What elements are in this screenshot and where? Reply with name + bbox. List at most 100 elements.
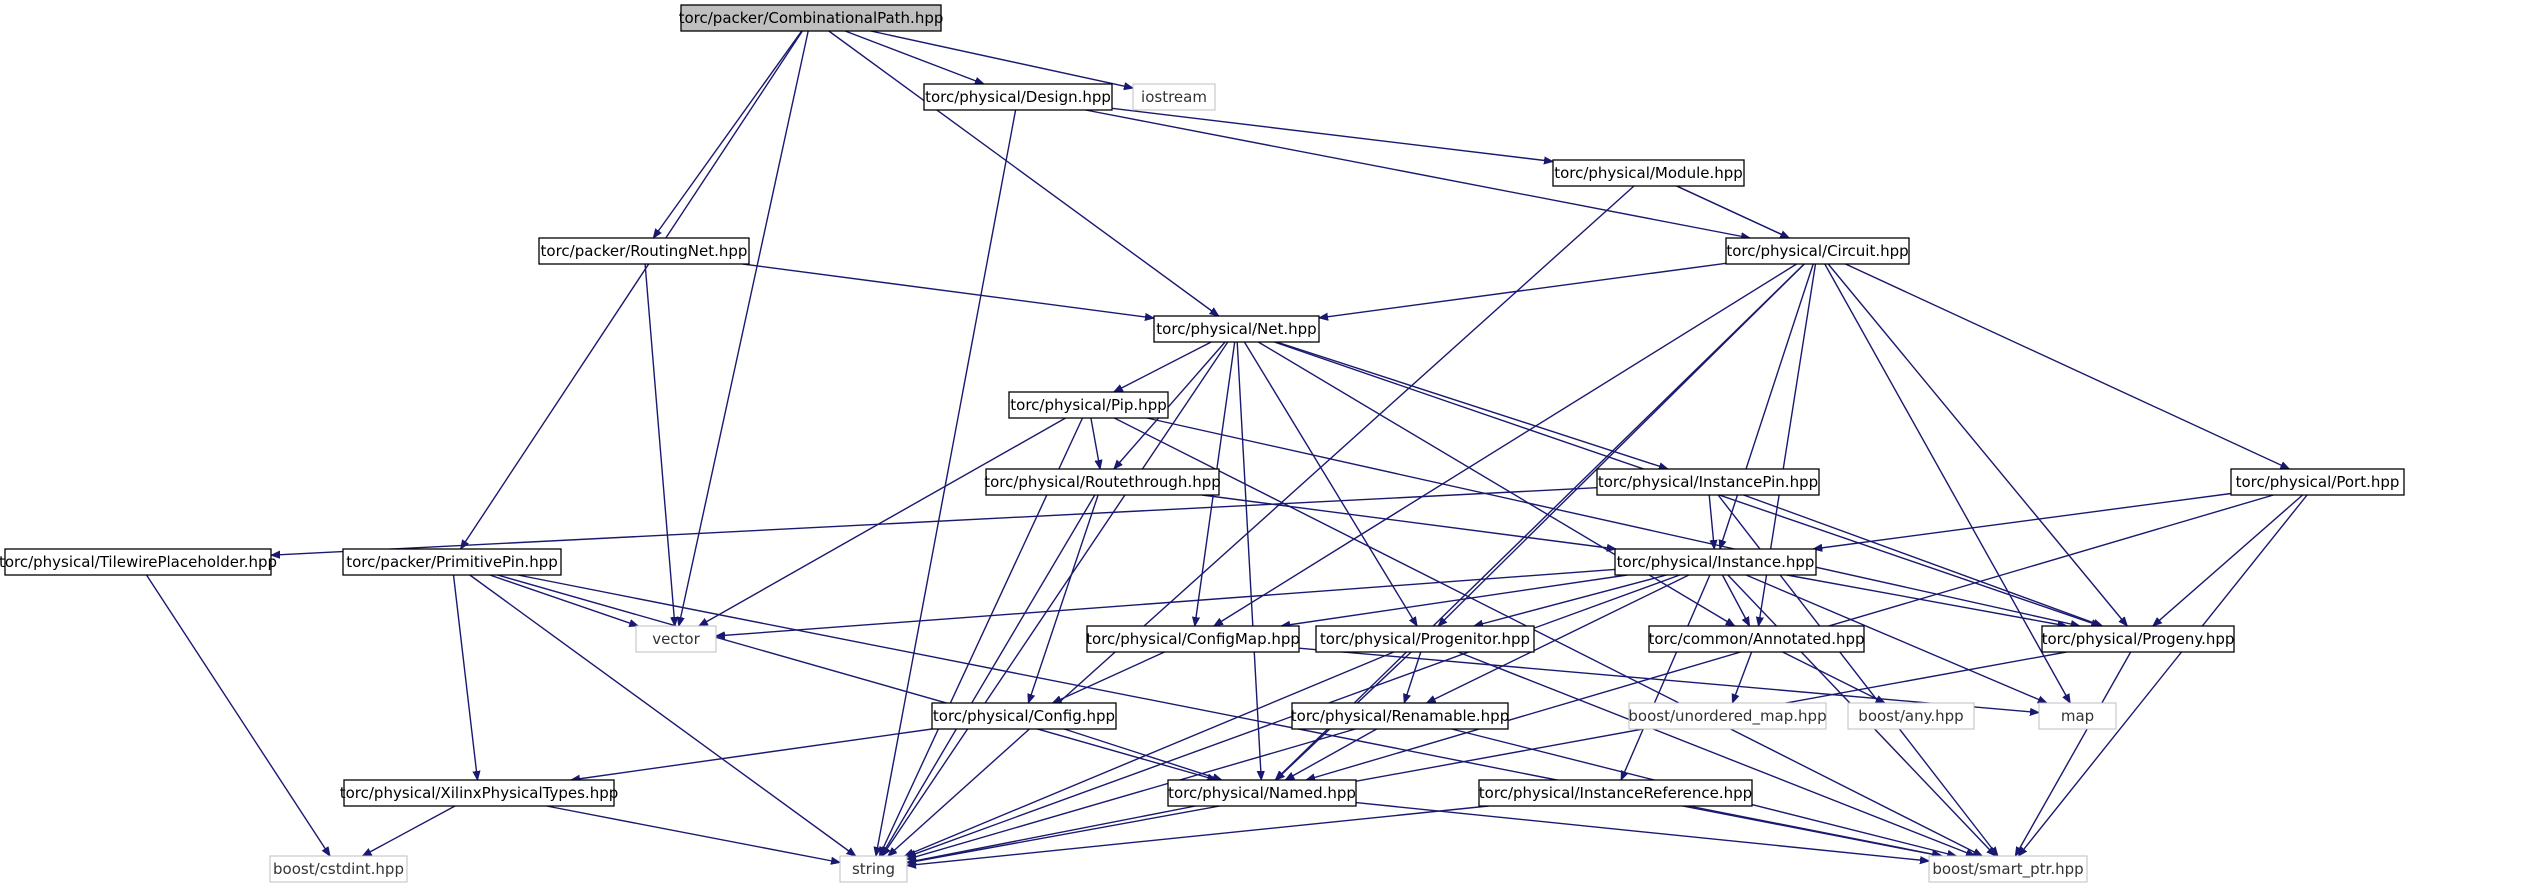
node-label: torc/physical/Instance.hpp [1617, 553, 1815, 571]
node-label: torc/physical/InstanceReference.hpp [1479, 784, 1752, 802]
node-renamable[interactable]: torc/physical/Renamable.hpp [1291, 702, 1509, 730]
node-label: torc/physical/Renamable.hpp [1291, 707, 1509, 725]
node-circuit[interactable]: torc/physical/Circuit.hpp [1725, 237, 1910, 265]
node-box [1153, 315, 1320, 343]
node-instance[interactable]: torc/physical/Instance.hpp [1614, 548, 1817, 576]
nodes-layer: torc/packer/CombinationalPath.hpp iostrea… [0, 4, 2405, 883]
edge-annotated-to-unordered-map [1732, 651, 1753, 703]
node-routethrough[interactable]: torc/physical/Routethrough.hpp [984, 468, 1221, 496]
node-box [923, 83, 1113, 111]
node-annotated[interactable]: torc/common/Annotated.hpp [1648, 625, 1865, 653]
node-box [635, 625, 717, 653]
edge-pip-to-smart-ptr [1113, 417, 1982, 857]
node-label: vector [652, 630, 700, 648]
edge-net-to-pip [1114, 341, 1212, 393]
node-port[interactable]: torc/physical/Port.hpp [2230, 468, 2405, 496]
edge-progenitor-to-string [905, 651, 1395, 857]
edge-routethrough-to-string [881, 494, 1096, 856]
edge-module-to-port [1676, 185, 2290, 470]
node-pip[interactable]: torc/physical/Pip.hpp [1008, 391, 1169, 419]
node-combinational-path[interactable]: torc/packer/CombinationalPath.hpp [679, 4, 944, 32]
edge-circuit-to-config-map [1214, 263, 1797, 626]
edge-routing-net-to-net [742, 263, 1154, 318]
edge-progenitor-to-smart-ptr [1457, 651, 1975, 857]
node-label: torc/physical/ConfigMap.hpp [1086, 630, 1300, 648]
edge-port-to-smart-ptr [2018, 494, 2308, 856]
node-label: torc/physical/Port.hpp [2236, 473, 2400, 491]
edge-instance-pin-to-instance [1708, 494, 1714, 549]
node-label: torc/physical/Net.hpp [1156, 320, 1316, 338]
node-cstdint: boost/cstdint.hpp [269, 855, 408, 883]
node-label: map [2061, 707, 2094, 725]
edge-design-to-circuit [1085, 109, 1751, 238]
node-iostream: iostream [1132, 83, 1216, 111]
edge-instance-to-progeny [1786, 574, 2067, 626]
node-xilinx-physical-types[interactable]: torc/physical/XilinxPhysicalTypes.hpp [340, 779, 619, 807]
node-tilewire-placeholder[interactable]: torc/physical/TilewirePlaceholder.hpp [0, 548, 277, 576]
edge-port-to-instance [1813, 492, 2232, 550]
node-box [1847, 702, 1975, 730]
node-label: torc/packer/PrimitivePin.hpp [346, 553, 558, 571]
edge-circuit-to-net [1319, 262, 1727, 318]
edge-net-to-instance-pin [1276, 341, 1668, 469]
node-progenitor[interactable]: torc/physical/Progenitor.hpp [1315, 625, 1535, 653]
edge-net-to-string [882, 341, 1229, 856]
edge-instance-to-progenitor [1474, 574, 1667, 626]
node-net[interactable]: torc/physical/Net.hpp [1153, 315, 1320, 343]
node-box [2230, 468, 2405, 496]
node-label: torc/packer/RoutingNet.hpp [541, 242, 748, 260]
edge-progeny-to-smart-ptr [2014, 651, 2132, 856]
edge-routethrough-to-instance [1202, 494, 1616, 549]
edge-circuit-to-instance [1720, 263, 1814, 549]
edge-pip-to-vector [699, 417, 1066, 627]
edges-layer [145, 30, 2308, 866]
node-primitive-pin[interactable]: torc/packer/PrimitivePin.hpp [342, 548, 562, 576]
node-progeny[interactable]: torc/physical/Progeny.hpp [2041, 625, 2235, 653]
node-box [1614, 548, 1817, 576]
node-label: torc/physical/Named.hpp [1168, 784, 1356, 802]
edge-circuit-to-map [1824, 263, 2071, 703]
edge-config-map-to-config [1053, 651, 1165, 704]
edge-instance-to-vector [716, 568, 1616, 636]
node-instance-reference[interactable]: torc/physical/InstanceReference.hpp [1478, 779, 1753, 807]
node-box [680, 4, 942, 32]
node-box [1291, 702, 1509, 730]
node-box [1928, 855, 2088, 883]
node-box [1478, 779, 1753, 807]
edge-design-to-string [876, 109, 1017, 856]
edge-xilinx-physical-types-to-cstdint [363, 805, 456, 857]
node-module[interactable]: torc/physical/Module.hpp [1552, 159, 1745, 187]
node-routing-net[interactable]: torc/packer/RoutingNet.hpp [538, 237, 750, 265]
edge-progeny-to-string [907, 651, 2067, 863]
edge-routing-net-to-vector [644, 263, 675, 626]
node-label: torc/physical/Circuit.hpp [1726, 242, 1908, 260]
node-label: torc/common/Annotated.hpp [1648, 630, 1864, 648]
edge-routethrough-to-config [1028, 494, 1099, 703]
node-box [2041, 625, 2235, 653]
edge-config-map-to-map [1298, 647, 2039, 712]
edge-primitive-pin-to-named [497, 574, 1217, 780]
edge-primitive-pin-to-xilinx-physical-types [452, 574, 478, 780]
edge-combinational-path-to-vector [679, 30, 809, 626]
edge-circuit-to-named [1275, 263, 1805, 780]
node-config[interactable]: torc/physical/Config.hpp [931, 702, 1117, 730]
node-unordered-map: boost/unordered_map.hpp [1628, 702, 1827, 730]
edge-renamable-to-string [907, 728, 1356, 859]
edge-named-to-smart-ptr [1355, 801, 1929, 861]
node-design[interactable]: torc/physical/Design.hpp [923, 83, 1113, 111]
node-box [1648, 625, 1865, 653]
node-named[interactable]: torc/physical/Named.hpp [1167, 779, 1357, 807]
edge-instance-to-config-map [1281, 574, 1628, 626]
node-box [1628, 702, 1827, 730]
node-any: boost/any.hpp [1847, 702, 1975, 730]
edge-config-to-xilinx-physical-types [571, 728, 933, 780]
edge-port-to-progeny [2153, 494, 2304, 626]
node-box [2038, 702, 2117, 730]
node-config-map[interactable]: torc/physical/ConfigMap.hpp [1086, 625, 1300, 653]
edge-combinational-path-to-primitive-pin [461, 30, 803, 549]
node-label: boost/smart_ptr.hpp [1932, 860, 2083, 879]
edge-instance-to-instance-reference [1620, 574, 1711, 780]
node-label: string [852, 860, 895, 878]
node-instance-pin[interactable]: torc/physical/InstancePin.hpp [1596, 468, 1820, 496]
